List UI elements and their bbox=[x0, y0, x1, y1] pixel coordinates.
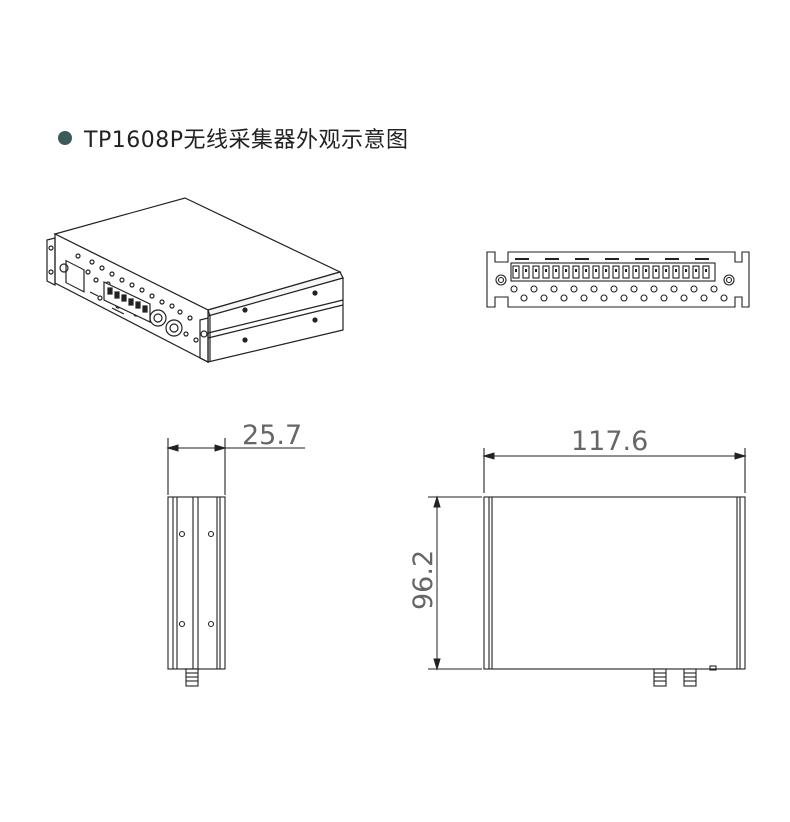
vent-hole bbox=[610, 285, 618, 293]
vent-hole bbox=[560, 294, 568, 302]
terminal-screw bbox=[595, 269, 597, 272]
terminal-screw bbox=[675, 269, 677, 272]
terminal-screw bbox=[655, 269, 657, 272]
page-title: TP1608P无线采集器外观示意图 bbox=[84, 128, 409, 153]
vent-hole bbox=[640, 294, 648, 302]
vent-hole bbox=[520, 294, 528, 302]
terminal-screw bbox=[645, 269, 647, 272]
side-dimension bbox=[166, 444, 305, 452]
terminal-screw bbox=[695, 269, 697, 272]
terminal-screw bbox=[585, 269, 587, 272]
height-front-label: 96.2 bbox=[408, 550, 439, 610]
bullet-icon bbox=[58, 131, 72, 145]
vent-hole bbox=[630, 285, 638, 293]
terminal-screw bbox=[515, 269, 517, 272]
front-width-dimension bbox=[482, 452, 747, 460]
vent-hole bbox=[530, 285, 538, 293]
terminal-screw bbox=[605, 269, 607, 272]
vent-hole bbox=[550, 285, 558, 293]
vent-hole bbox=[600, 294, 608, 302]
terminal-screw bbox=[665, 269, 667, 272]
terminal-screw bbox=[685, 269, 687, 272]
terminal-screw bbox=[535, 269, 537, 272]
vent-hole bbox=[670, 285, 678, 293]
terminal-row bbox=[512, 265, 710, 279]
vent-hole bbox=[690, 285, 698, 293]
vent-hole bbox=[570, 285, 578, 293]
front-panel-view bbox=[486, 251, 750, 308]
body-view bbox=[428, 448, 746, 687]
vent-hole bbox=[650, 285, 658, 293]
vent-hole bbox=[580, 294, 588, 302]
terminal-screw bbox=[555, 269, 557, 272]
vent-hole bbox=[510, 285, 518, 293]
terminal-screw bbox=[615, 269, 617, 272]
terminal-screw bbox=[565, 269, 567, 272]
width-side-label: 25.7 bbox=[242, 420, 302, 451]
vent-hole bbox=[590, 285, 598, 293]
terminal-screw bbox=[705, 269, 707, 272]
height-dimension bbox=[433, 495, 441, 671]
side-view bbox=[167, 438, 226, 687]
vent-hole bbox=[660, 294, 668, 302]
vent-hole bbox=[720, 294, 728, 302]
hole-row bbox=[510, 285, 728, 302]
terminal-screw bbox=[625, 269, 627, 272]
vent-hole bbox=[620, 294, 628, 302]
vent-hole bbox=[710, 285, 718, 293]
vent-hole bbox=[540, 294, 548, 302]
vent-hole bbox=[700, 294, 708, 302]
terminal-screw bbox=[525, 269, 527, 272]
title-row: TP1608P无线采集器外观示意图 bbox=[58, 122, 408, 154]
terminal-screw bbox=[575, 269, 577, 272]
isometric-view bbox=[46, 197, 344, 363]
terminal-screw bbox=[545, 269, 547, 272]
terminal-screw bbox=[635, 269, 637, 272]
width-front-label: 117.6 bbox=[571, 426, 648, 457]
vent-hole bbox=[680, 294, 688, 302]
